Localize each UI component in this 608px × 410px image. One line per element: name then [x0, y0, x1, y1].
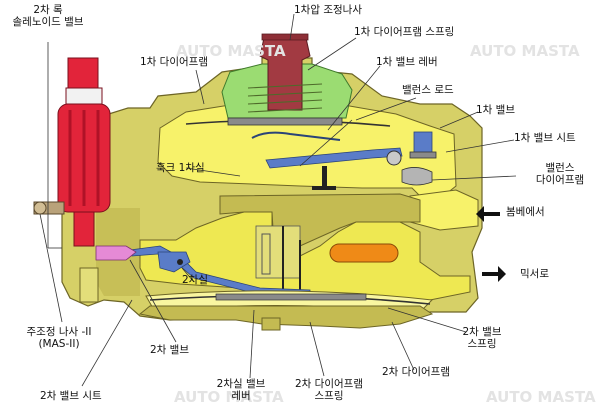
label-secondary-valve-spring: 2차 밸브 스프링: [462, 326, 502, 350]
primary-valve-seat-part: [409, 151, 437, 159]
lever-pivot: [386, 150, 402, 166]
secondary-valve-body: [255, 225, 301, 279]
label-secondary-valve-seat: 2차 밸브 시트: [40, 390, 102, 402]
label-secondary-chamber: 2차실: [182, 274, 209, 286]
label-balance-rod: 밸런스 로드: [402, 84, 454, 96]
solenoid-neck: [65, 87, 103, 105]
solenoid-coil-shading: [68, 110, 100, 206]
solenoid-base: [73, 211, 95, 247]
outlet-arrow: [482, 266, 506, 282]
knob-top-rim: [261, 33, 309, 41]
mixer-port: [329, 243, 399, 263]
solenoid-plunger: [95, 245, 137, 261]
label-primary-valve-lever: 1차 밸브 레버: [376, 56, 438, 68]
watermark-text: AUTO MASTA: [176, 42, 286, 60]
label-primary-valve-seat: 1차 밸브 시트: [514, 132, 576, 144]
balance-rod-part: [251, 131, 341, 141]
stem-base: [312, 186, 336, 190]
label-secondary-chamber-valve-lever: 2차실 밸브 레버: [216, 378, 266, 402]
balance-diaphragm-part: [401, 167, 433, 186]
primary-valve-part: [413, 131, 433, 155]
solenoid-cap: [67, 57, 99, 89]
bottom-cover: [138, 305, 434, 329]
label-main-adjust-screw: 주조정 나사 -II (MAS-II): [26, 326, 92, 350]
primary-diaphragm-spring-coils: [247, 83, 323, 113]
primary-adjust-knob: [259, 37, 311, 111]
watermark-text: AUTO MASTA: [486, 388, 596, 406]
label-hook-primary-chamber: 훅크 1차실: [156, 162, 205, 174]
primary-valve-lever-part: [265, 147, 403, 169]
internal-wall: [219, 193, 421, 247]
label-primary-diaphragm: 1차 다이어프램: [140, 56, 208, 68]
leader-lines: [39, 13, 517, 387]
label-secondary-lock-solenoid-valve: 2차 록 솔레노이드 밸브: [12, 4, 84, 28]
diaphragm-plate: [227, 117, 343, 126]
primary-valve-stem: [322, 166, 327, 190]
secondary-valve-spring-part: [261, 233, 271, 275]
label-balance-diaphragm: 밸런스 다이어프램: [535, 162, 585, 186]
label-secondary-diaphragm: 2차 다이어프램: [382, 366, 450, 378]
inlet-arrow: [476, 206, 500, 222]
secondary-valve-part: [157, 251, 191, 273]
watermark-text: AUTO MASTA: [174, 388, 284, 406]
watermark-text: AUTO MASTA: [470, 42, 580, 60]
label-primary-pressure-adjust-screw: 1차압 조정나사: [294, 4, 362, 16]
bottom-plug: [79, 267, 99, 303]
label-primary-valve: 1차 밸브: [476, 104, 515, 116]
label-to-mixer: 믹서로: [520, 268, 549, 280]
secondary-diaphragm-plate: [215, 293, 367, 301]
label-from-bombe: 봄베에서: [506, 206, 545, 218]
secondary-lever-pivot: [177, 259, 183, 265]
label-primary-diaphragm-spring: 1차 다이어프램 스프링: [354, 26, 455, 38]
label-secondary-diaphragm-spring: 2차 다이어프램 스프링: [295, 378, 363, 402]
label-secondary-valve: 2차 밸브: [150, 344, 189, 356]
bottom-boss: [261, 317, 281, 331]
main-adjust-screw-head: [33, 201, 47, 215]
